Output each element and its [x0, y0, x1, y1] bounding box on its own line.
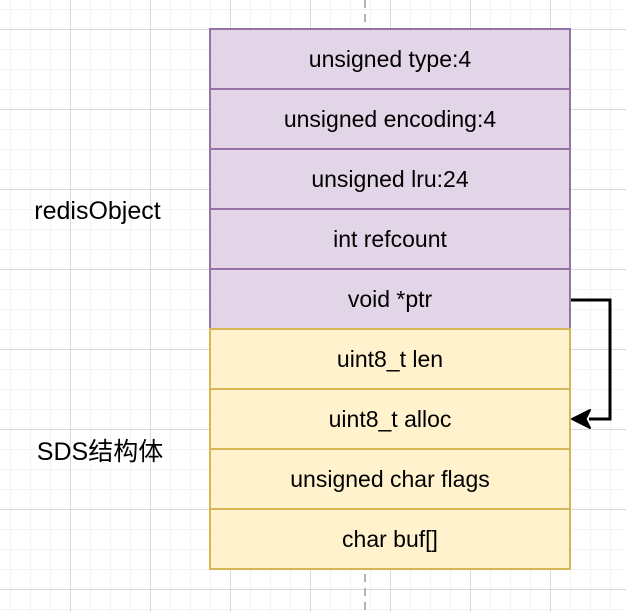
struct-row-len: uint8_t len: [209, 328, 571, 390]
struct-row-ptr: void *ptr: [209, 268, 571, 330]
struct-table: unsigned type:4 unsigned encoding:4 unsi…: [209, 28, 571, 570]
struct-row-alloc: uint8_t alloc: [209, 388, 571, 450]
struct-row-refcount: int refcount: [209, 208, 571, 270]
struct-row-flags: unsigned char flags: [209, 448, 571, 510]
arrow-line: [571, 298, 612, 421]
struct-row-lru: unsigned lru:24: [209, 148, 571, 210]
struct-row-type: unsigned type:4: [209, 28, 571, 90]
group-label-sds-struct: SDS结构体: [36, 438, 164, 466]
group-label-redisobject: redisObject: [34, 197, 161, 225]
struct-row-buf: char buf[]: [209, 508, 571, 570]
struct-row-encoding: unsigned encoding:4: [209, 88, 571, 150]
arrowhead-icon: [571, 409, 591, 429]
